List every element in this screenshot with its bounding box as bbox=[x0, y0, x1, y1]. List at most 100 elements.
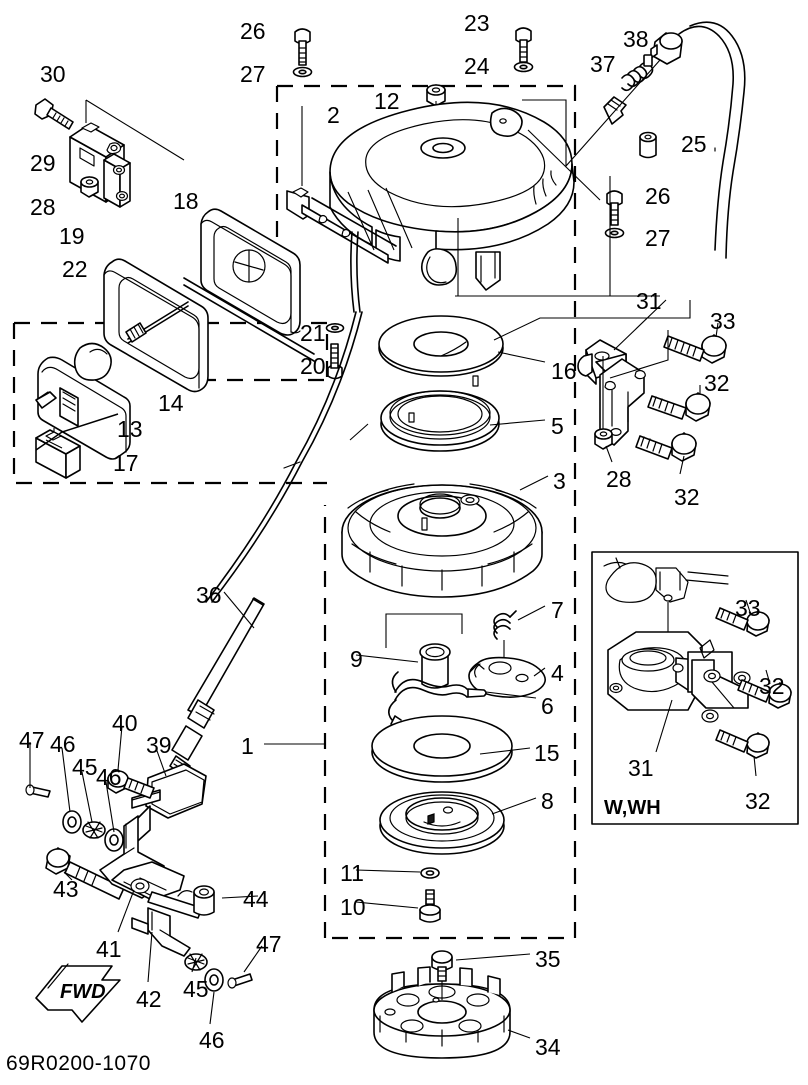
bolt-26-left bbox=[294, 28, 311, 66]
washer-27-right bbox=[604, 227, 625, 239]
callout-12: 12 bbox=[374, 88, 400, 114]
callout-18: 18 bbox=[173, 188, 199, 214]
callout-15: 15 bbox=[534, 740, 560, 766]
callout-26-right: 26 bbox=[645, 183, 671, 209]
callout-10: 10 bbox=[340, 894, 366, 920]
sheave-drum-3 bbox=[341, 483, 543, 598]
callout-23: 23 bbox=[464, 10, 490, 36]
callout-39: 39 bbox=[146, 732, 172, 758]
callout-11: 11 bbox=[340, 860, 364, 886]
callout-41: 41 bbox=[96, 936, 122, 962]
nut-28-left bbox=[80, 176, 99, 198]
callout-47-lower: 47 bbox=[256, 931, 282, 957]
spring-6 bbox=[388, 671, 487, 725]
callout-5: 5 bbox=[551, 413, 564, 439]
callout-13: 13 bbox=[117, 416, 143, 442]
cable-bracket-29 bbox=[69, 99, 185, 208]
bolt-35 bbox=[431, 950, 453, 1000]
hose-nut-assembly bbox=[643, 21, 746, 259]
callout-22: 22 bbox=[62, 256, 88, 282]
callout-32-upper: 32 bbox=[704, 370, 730, 396]
callout-36: 36 bbox=[196, 582, 222, 608]
callout-27-top-left: 27 bbox=[240, 61, 266, 87]
bolt-23 bbox=[515, 27, 532, 63]
callout-14: 14 bbox=[158, 390, 184, 416]
bolt-10 bbox=[419, 889, 441, 923]
dashed-group-main bbox=[275, 84, 577, 940]
callout-37: 37 bbox=[590, 51, 616, 77]
starter-case-2 bbox=[286, 101, 575, 313]
callout-38: 38 bbox=[623, 26, 649, 52]
fwd-label: FWD bbox=[60, 981, 106, 1003]
drive-pulley-8 bbox=[379, 791, 505, 855]
callout-2: 2 bbox=[327, 102, 340, 128]
callout-4: 4 bbox=[551, 660, 564, 686]
callout-31-right: 31 bbox=[636, 288, 662, 314]
callout-45-upper: 45 bbox=[72, 754, 98, 780]
washer-21 bbox=[325, 322, 345, 333]
callout-45-lower: 45 bbox=[183, 976, 209, 1002]
callout-24: 24 bbox=[464, 53, 490, 79]
callout-47-upper: 47 bbox=[19, 727, 45, 753]
callout-17: 17 bbox=[113, 450, 139, 476]
callout-16: 16 bbox=[551, 358, 577, 384]
callout-25: 25 bbox=[681, 131, 707, 157]
callout-30: 30 bbox=[40, 61, 66, 87]
callout-28-right: 28 bbox=[606, 466, 632, 492]
starter-pulley-34 bbox=[373, 966, 511, 1059]
callout-1: 1 bbox=[241, 733, 254, 759]
callout-32-inset-mid: 32 bbox=[759, 673, 785, 699]
drawing-number: 69R0200-1070 bbox=[6, 1052, 151, 1075]
callout-26-top-left: 26 bbox=[240, 18, 266, 44]
callout-34: 34 bbox=[535, 1034, 561, 1060]
bolt-26-right bbox=[606, 190, 623, 226]
callout-19: 19 bbox=[59, 223, 85, 249]
inset-panel bbox=[591, 551, 799, 825]
starter-handle-18 bbox=[183, 208, 315, 362]
spring-5 bbox=[380, 375, 500, 452]
callout-3: 3 bbox=[553, 468, 566, 494]
bolt-32-lower bbox=[635, 432, 697, 462]
rope-guide-16 bbox=[378, 315, 504, 377]
bracket-31-right bbox=[577, 339, 646, 446]
bolt-30 bbox=[34, 98, 74, 130]
washer-24 bbox=[513, 61, 534, 73]
rod-22 bbox=[125, 301, 189, 344]
callout-32-lower: 32 bbox=[674, 484, 700, 510]
callout-33-inset: 33 bbox=[735, 595, 761, 621]
callout-35: 35 bbox=[535, 946, 561, 972]
callout-6: 6 bbox=[541, 693, 554, 719]
dashed-group-left bbox=[12, 321, 329, 485]
callout-27-right: 27 bbox=[645, 225, 671, 251]
bolt-33-right bbox=[663, 334, 727, 364]
callout-46-lower: 46 bbox=[199, 1027, 225, 1053]
bolt-20 bbox=[327, 343, 343, 380]
drive-plate-4 bbox=[468, 656, 546, 698]
linkage-assembly bbox=[25, 763, 253, 992]
washer-11 bbox=[420, 867, 440, 879]
washer-15 bbox=[371, 715, 513, 783]
fwd-arrow bbox=[35, 963, 121, 1023]
callout-29: 29 bbox=[30, 150, 56, 176]
starter-knob-14 bbox=[35, 342, 131, 460]
nut-28-right bbox=[594, 356, 613, 450]
bushing-25 bbox=[639, 131, 657, 159]
callout-44: 44 bbox=[243, 886, 269, 912]
callout-20: 20 bbox=[300, 353, 326, 379]
callout-28-left: 28 bbox=[30, 194, 56, 220]
callout-33-right: 33 bbox=[710, 308, 736, 334]
callout-42: 42 bbox=[136, 986, 162, 1012]
fitting-38-spring bbox=[621, 61, 654, 92]
callout-32-inset-low: 32 bbox=[745, 788, 771, 814]
callout-31-inset: 31 bbox=[628, 755, 654, 781]
callout-43: 43 bbox=[53, 876, 79, 902]
callout-8: 8 bbox=[541, 788, 554, 814]
callout-46-mid: 46 bbox=[96, 764, 122, 790]
callout-21: 21 bbox=[300, 320, 326, 346]
bushing-9 bbox=[419, 643, 451, 689]
rope-handle-rod bbox=[155, 597, 265, 807]
washer-27-left bbox=[292, 66, 313, 78]
callout-7: 7 bbox=[551, 597, 564, 623]
